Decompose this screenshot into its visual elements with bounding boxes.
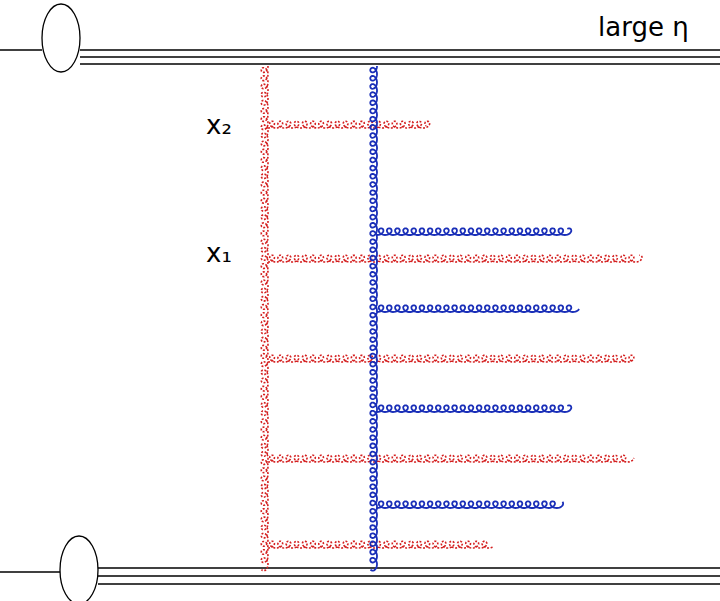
gluon-line — [268, 121, 430, 128]
gluon-line — [377, 228, 571, 235]
gluon-line — [261, 66, 268, 571]
momentum-fraction-label: x₁ — [206, 240, 232, 266]
gluon-line — [268, 255, 642, 262]
gluon-line — [370, 66, 377, 571]
gluon-line — [268, 541, 494, 548]
gluon-line — [377, 501, 563, 508]
red-gluon-ladder — [261, 66, 642, 571]
gluon-line — [377, 405, 571, 412]
blue-gluon-ladder — [370, 66, 579, 571]
proton-lines — [0, 4, 720, 601]
momentum-fraction-label: x₂ — [206, 112, 232, 138]
gluon-line — [268, 355, 634, 362]
gluon-line — [268, 455, 634, 462]
gluon-line — [377, 305, 579, 312]
rapidity-label: large η — [598, 14, 689, 40]
